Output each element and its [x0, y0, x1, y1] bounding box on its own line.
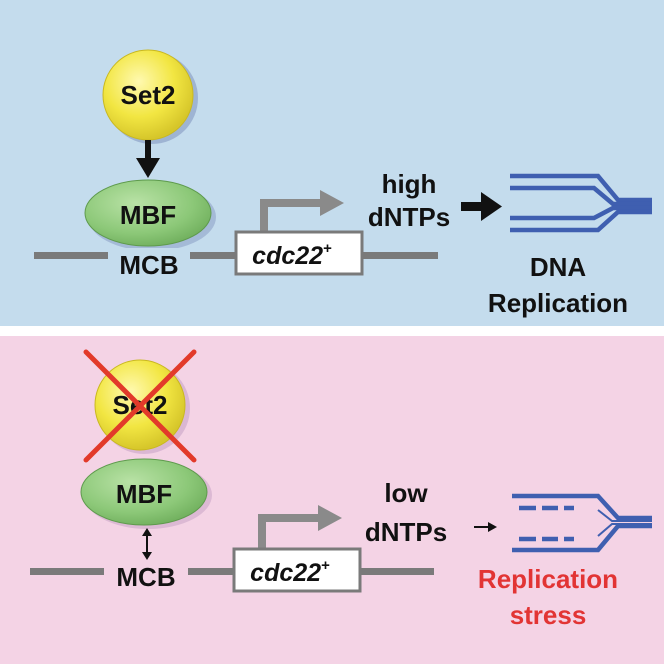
- top-mcb-mask: [108, 248, 190, 264]
- double-arrow-icon: [142, 528, 152, 560]
- bottom-gene-name: cdc22: [250, 559, 321, 587]
- bent-arrow-icon: [260, 199, 322, 232]
- cross-stroke-2: [83, 349, 197, 463]
- top-mbf-label: MBF: [120, 200, 176, 230]
- panel-divider: [0, 326, 664, 336]
- top-gene-name: cdc22: [252, 242, 323, 270]
- top-outcome-line1: DNA: [530, 252, 587, 282]
- top-mcb-label: MCB: [119, 250, 178, 280]
- replication-fork-icon: [510, 173, 652, 233]
- top-fork-strand-1: [510, 173, 652, 203]
- right-arrow-shaft: [461, 202, 483, 211]
- top-gene-label: cdc22+: [252, 240, 332, 270]
- double-arrow-head-up: [142, 528, 152, 536]
- right-arrow-icon: [481, 192, 502, 221]
- bottom-outcome-line2: stress: [510, 600, 587, 630]
- top-gene-superscript: +: [323, 240, 332, 257]
- bottom-panel: Set2 MBF MCB cdc22+ low dNTPs: [0, 336, 664, 664]
- top-dntp-level: high: [382, 169, 437, 199]
- top-fork-strand-2: [510, 185, 652, 207]
- bent-arrow-icon: [258, 514, 320, 548]
- top-fork-strand-4: [510, 209, 652, 233]
- bent-arrow-head: [318, 505, 342, 531]
- top-panel: Set2 MBF MCB cdc22+ high dNTPs: [0, 0, 664, 326]
- red-x-cross-icon: [83, 349, 197, 463]
- top-set2-label: Set2: [121, 80, 176, 110]
- bottom-dntp-level: low: [384, 478, 428, 508]
- bottom-gene-box: [232, 547, 362, 593]
- down-arrow-icon: [145, 140, 151, 162]
- bottom-mbf-label: MBF: [116, 479, 172, 509]
- bottom-transcription-arrow: [258, 505, 342, 548]
- top-gene-box: [234, 230, 364, 276]
- thin-arrow-icon: [488, 522, 497, 532]
- bottom-mcb-mask: [104, 564, 188, 580]
- double-arrow-head-down: [142, 552, 152, 560]
- bottom-fork-junction: [597, 509, 652, 537]
- top-outcome-arrow: [461, 192, 502, 221]
- bottom-dna-line: [30, 568, 434, 575]
- bottom-outcome-arrow: [474, 522, 497, 532]
- top-mbf-protein: [84, 179, 212, 247]
- top-transcription-arrow: [260, 190, 344, 232]
- top-outcome-line2: Replication: [488, 288, 628, 318]
- bottom-outcome-line1: Replication: [478, 564, 618, 594]
- top-dntp-label: dNTPs: [368, 202, 450, 232]
- top-activation-arrow: [136, 140, 160, 178]
- bottom-mcb-label: MCB: [116, 562, 175, 592]
- bottom-gene-superscript: +: [321, 557, 330, 574]
- bottom-fork-strand-3: [512, 523, 652, 553]
- stalled-replication-fork-icon: [512, 493, 652, 553]
- bottom-gene-label: cdc22+: [250, 557, 330, 587]
- bottom-fork-strand-1: [512, 493, 652, 521]
- bottom-dntp-label: dNTPs: [365, 517, 447, 547]
- bent-arrow-head: [320, 190, 344, 216]
- top-fork-strand-3: [510, 205, 652, 221]
- down-arrow-head: [136, 158, 160, 178]
- bottom-mbf-protein: [80, 458, 208, 526]
